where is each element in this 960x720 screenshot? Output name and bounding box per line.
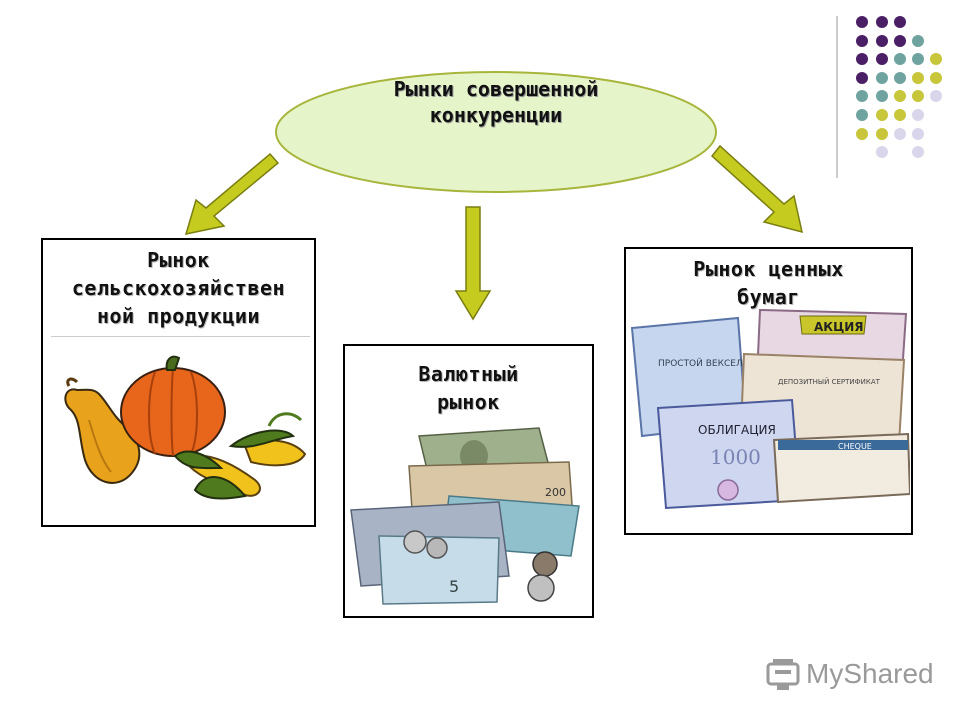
currency-title-line-2: рынок	[437, 390, 500, 414]
banknotes-image: 200 5	[350, 427, 580, 605]
currency-title-line-1: Валютный	[418, 362, 519, 386]
vegetables-image	[64, 355, 307, 500]
securities-market-box: Рынок ценных бумаг ПРОСТОЙ ВЕКСЕЛЬ АКЦИЯ…	[624, 247, 913, 535]
securities-title-line-2: бумаг	[737, 285, 800, 309]
arrow-left	[184, 152, 280, 235]
agriculture-title-line-2: сельскохозяйствен	[71, 276, 286, 300]
myshared-logo-icon	[766, 659, 800, 690]
arrow-center	[454, 206, 492, 321]
arrow-right	[710, 144, 803, 234]
note-200-label: 200	[545, 486, 566, 499]
divider	[51, 336, 310, 337]
bond-value: 1000	[710, 445, 761, 469]
securities-market-title: Рынок ценных бумаг	[626, 255, 911, 311]
bill-label: ПРОСТОЙ ВЕКСЕЛЬ	[658, 357, 749, 369]
agriculture-market-box: Рынок сельскохозяйствен ной продукции	[41, 238, 316, 527]
central-title-line-1: Рынки совершенной	[393, 77, 599, 101]
certificate-label: ДЕПОЗИТНЫЙ СЕРТИФИКАТ	[778, 377, 881, 386]
currency-market-title: Валютный рынок	[345, 360, 592, 416]
cheque-label: CHEQUE	[838, 442, 872, 451]
note-5-label: 5	[449, 577, 459, 596]
myshared-logo-text: MyShared	[806, 658, 934, 689]
share-label: АКЦИЯ	[814, 320, 864, 334]
securities-title-line-1: Рынок ценных	[693, 257, 844, 281]
agriculture-market-title: Рынок сельскохозяйствен ной продукции	[43, 246, 314, 330]
agriculture-title-line-3: ной продукции	[96, 304, 261, 328]
central-title: Рынки совершенной конкуренции	[272, 68, 720, 138]
central-oval	[275, 71, 717, 193]
currency-market-box: Валютный рынок 200 5	[343, 344, 594, 618]
agriculture-title-line-1: Рынок	[147, 248, 210, 272]
decorative-dot-grid	[836, 16, 942, 178]
central-title-line-2: конкуренции	[429, 103, 563, 127]
securities-image: ПРОСТОЙ ВЕКСЕЛЬ АКЦИЯ ДЕПОЗИТНЫЙ СЕРТИФИ…	[630, 308, 910, 510]
bond-label: ОБЛИГАЦИЯ	[698, 423, 776, 437]
